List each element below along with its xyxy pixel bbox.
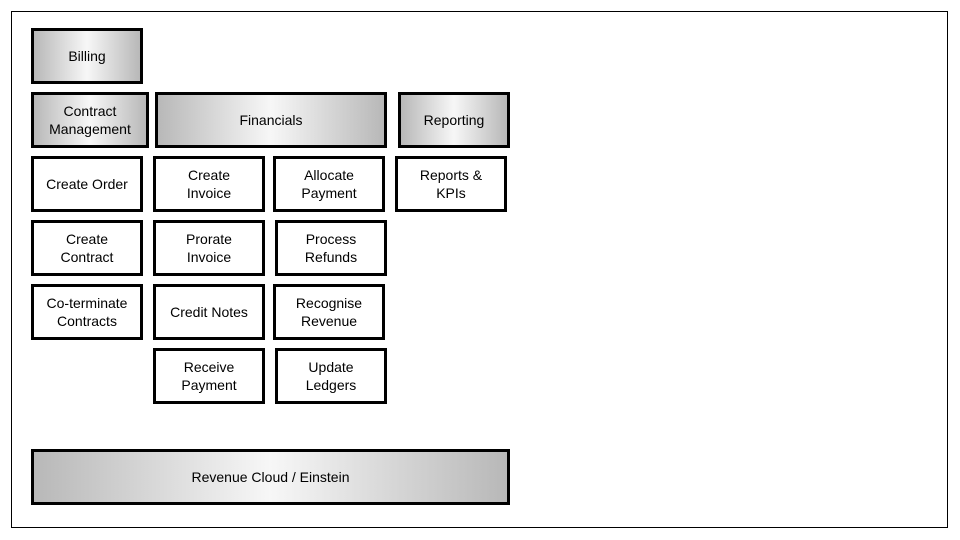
billing-header: Billing [31,28,143,84]
revenue-cloud-einstein-bar: Revenue Cloud / Einstein [31,449,510,505]
co-terminate-contracts-box: Co-terminate Contracts [31,284,143,340]
recognise-revenue-box: Recognise Revenue [273,284,385,340]
diagram-frame [11,11,948,528]
prorate-invoice-box: Prorate Invoice [153,220,265,276]
allocate-payment-box: Allocate Payment [273,156,385,212]
create-order-box: Create Order [31,156,143,212]
update-ledgers-box: Update Ledgers [275,348,387,404]
contract-management-header: Contract Management [31,92,149,148]
reporting-header: Reporting [398,92,510,148]
create-contract-box: Create Contract [31,220,143,276]
process-refunds-box: Process Refunds [275,220,387,276]
create-invoice-box: Create Invoice [153,156,265,212]
financials-header: Financials [155,92,387,148]
credit-notes-box: Credit Notes [153,284,265,340]
receive-payment-box: Receive Payment [153,348,265,404]
reports-kpis-box: Reports & KPIs [395,156,507,212]
